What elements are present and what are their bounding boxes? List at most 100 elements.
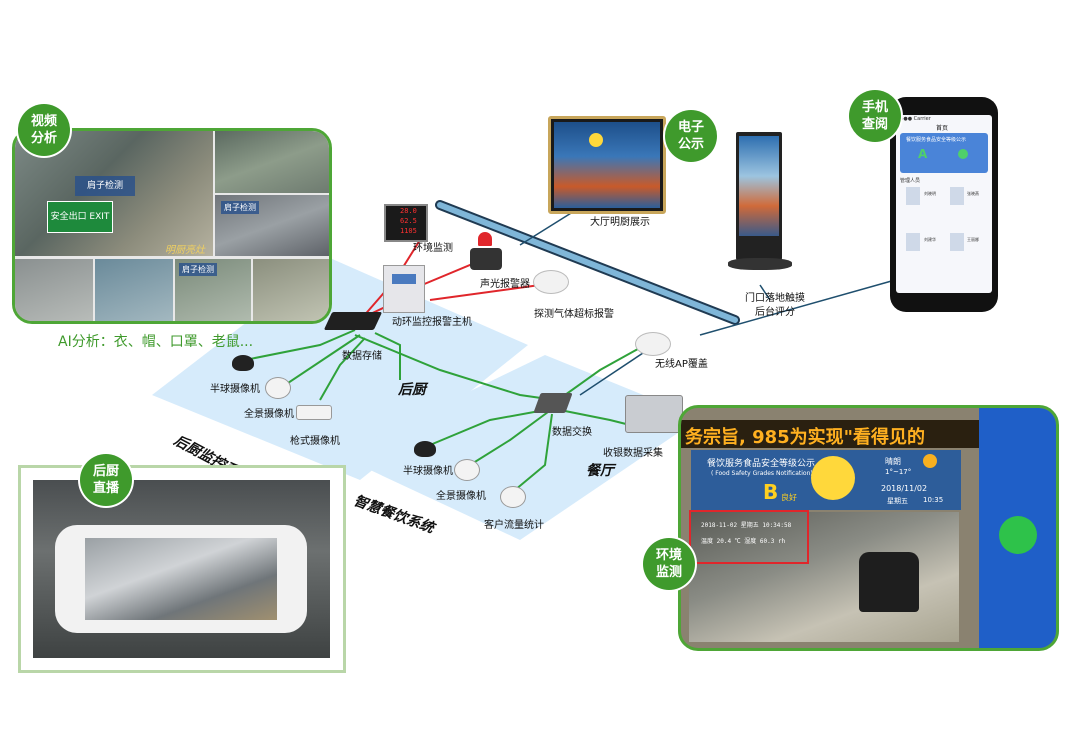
kitchen-live-photo: [33, 480, 330, 658]
brand-overlay: 肩子检测: [75, 176, 135, 196]
badge-kitchen-live: 后厨 直播: [80, 454, 132, 506]
phone-title: 首页: [936, 125, 949, 132]
badge-mobile-query: 手机 查阅: [849, 90, 901, 142]
alarm-host-icon: [383, 265, 425, 313]
kitchen-video-5: [95, 259, 173, 321]
kitchen-video-2: [215, 131, 329, 193]
restaurant-zone-label: 餐厅: [586, 463, 614, 479]
hall-display-label: 大厅明厨展示: [590, 217, 650, 228]
bullet-camera-icon: [296, 405, 332, 420]
green-smile-icon: [999, 516, 1037, 554]
nvr-icon: [323, 312, 383, 330]
gas-detector-icon: [533, 270, 569, 294]
phone-device: ●●● Carrier 首页 餐饮服务食品安全等级公示 A 管理人员 刘晓明 张…: [890, 97, 998, 312]
temp-text: 1°~17°: [885, 468, 912, 476]
phone-section: 管理人员: [900, 178, 921, 184]
env-monitor-label: 环境监测: [413, 243, 453, 254]
env-sensor-panel: 28.0 62.5 1105: [384, 204, 428, 242]
phone-person-1-name: 刘晓明: [924, 191, 936, 196]
badge-e-display: 电子 公示: [665, 110, 717, 162]
phone-person-2-name: 张晓燕: [967, 191, 979, 196]
side-kiosk: [979, 408, 1056, 648]
tile-brand-1: 肩子检测: [221, 201, 259, 214]
cash-register-icon: [625, 395, 683, 433]
dome-camera-icon: [232, 355, 254, 371]
dome-cam-kitchen-label: 半球摄像机: [210, 384, 260, 395]
ming-chu-text: 明厨亮灶: [165, 245, 205, 256]
hall-pano-camera-icon: [454, 459, 480, 481]
phone-grade: A: [918, 147, 928, 161]
flow-cam-label: 客户流量统计: [484, 520, 544, 531]
storage-label: 数据存储: [342, 351, 382, 362]
kiosk-device: [736, 132, 782, 260]
date-text: 2018/11/02: [881, 484, 928, 493]
kitchen-video-4: [15, 259, 93, 321]
phone-person-4-name: 王丽娜: [967, 237, 979, 242]
host-label: 动环监控报警主机: [392, 317, 472, 328]
pano-cam-hall-label: 全景摄像机: [436, 491, 486, 502]
phone-person-3-name: 刘建华: [924, 237, 936, 242]
hall-display-screen: [548, 116, 666, 214]
pano-camera-icon: [265, 377, 291, 399]
kiosk-label: 门口落地触摸 后台评分: [745, 293, 805, 318]
kiosk-base: [728, 258, 792, 270]
kitchen-zone-label: 后厨: [398, 382, 426, 398]
kitchen-video-3: 肩子检测: [215, 195, 329, 256]
kitchen-video-7: [253, 259, 329, 321]
ticker-text: 务宗旨, 985为实现"看得见的: [685, 427, 926, 448]
grade-text: 良好: [781, 493, 797, 502]
sun-icon: [923, 454, 937, 468]
overlay-highlight: 2018-11-02 星期五 10:34:58 温度 20.4 ℃ 湿度 60.…: [689, 510, 809, 564]
sensor-reading-1: 28.0: [400, 207, 417, 215]
hall-dome-camera-icon: [414, 441, 436, 457]
sensor-reading-3: 1105: [400, 227, 417, 235]
tile-brand-2: 肩子检测: [179, 263, 217, 276]
brand-overlay-text: 肩子检测: [86, 181, 123, 191]
office-chair-icon: [859, 552, 919, 612]
notice-subtitle: ( Food Safety Grades Notification): [711, 470, 813, 477]
alarm-host-screen: [392, 274, 416, 284]
weekday-text: 星期五: [887, 497, 908, 505]
live-phone-screen: [85, 538, 277, 620]
kitchen-zone: [152, 258, 528, 480]
wifi-ap-icon: [635, 332, 671, 356]
restaurant-zone: [338, 355, 700, 540]
grade-letter: B: [763, 480, 779, 504]
time-text: 10:35: [923, 496, 944, 504]
phone-screen: ●●● Carrier 首页 餐饮服务食品安全等级公示 A 管理人员 刘晓明 张…: [896, 115, 992, 293]
siren-base-icon: [470, 248, 502, 270]
kiosk-screen: [739, 136, 779, 236]
phone-person-2: [950, 187, 964, 205]
wifi-label: 无线AP覆盖: [655, 359, 708, 370]
smiley-face-icon: [811, 456, 855, 500]
siren-icon: [478, 232, 492, 246]
phone-person-3: [906, 233, 920, 251]
sensor-reading-2: 62.5: [400, 217, 417, 225]
env-monitor-frame: 务宗旨, 985为实现"看得见的 餐饮服务食品安全等级公示 ( Food Saf…: [678, 405, 1059, 651]
camera-view: [689, 512, 959, 642]
dome-cam-hall-label: 半球摄像机: [403, 466, 453, 477]
flow-camera-icon: [500, 486, 526, 508]
sound-light-alarm-label: 声光报警器: [480, 279, 530, 290]
ticker-bar: 务宗旨, 985为实现"看得见的: [681, 420, 981, 448]
badge-video-analysis: 视频 分析: [18, 104, 70, 156]
exit-sign: 安全出口 EXIT: [47, 201, 113, 233]
bullet-cam-label: 枪式摄像机: [290, 436, 340, 447]
hall-display-content: [554, 122, 660, 208]
phone-person-4: [950, 233, 964, 251]
phone-company: 餐饮服务食品安全等级公示: [906, 137, 967, 143]
video-analysis-frame: 安全出口 EXIT 肩子检测 明厨亮灶 肩子检测 肩子检测: [12, 128, 332, 324]
weather-text: 晴朗: [885, 457, 901, 466]
cash-label: 收银数据采集: [603, 448, 663, 459]
overlay-line1: 2018-11-02 星期五 10:34:58: [701, 522, 792, 529]
switch-label: 数据交换: [552, 427, 592, 438]
ai-analysis-label: AI分析：衣、帽、口罩、老鼠...: [58, 334, 254, 350]
gas-alarm-label: 探测气体超标报警: [534, 309, 614, 320]
notice-panel: 餐饮服务食品安全等级公示 ( Food Safety Grades Notifi…: [691, 450, 961, 510]
phone-smile-icon: [958, 149, 968, 159]
badge-env-monitor: 环境 监测: [643, 538, 695, 590]
kitchen-video-6: 肩子检测: [175, 259, 251, 321]
pano-cam-kitchen-label: 全景摄像机: [244, 409, 294, 420]
exit-sign-text: 安全出口 EXIT: [50, 212, 110, 222]
